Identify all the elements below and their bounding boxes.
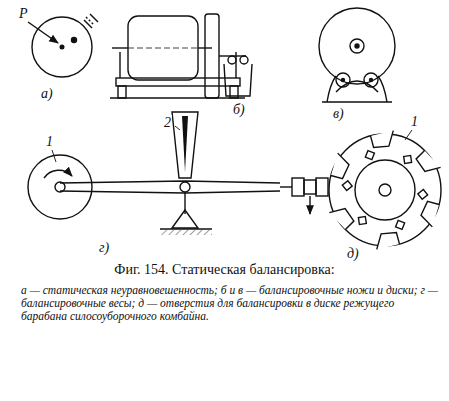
knife-rig: [110, 14, 252, 98]
roller-stand-part: [336, 73, 350, 87]
knife-rig-part: [112, 47, 128, 48]
callout-number: 1: [410, 114, 419, 129]
knife-rig-part: [224, 64, 252, 96]
balancing-scales-part: [280, 186, 292, 187]
knife-rig-part: [119, 52, 120, 78]
cutter-disc-part: [405, 130, 412, 140]
imbalance-disc-part: [60, 45, 64, 49]
balancing-scales-part: [292, 178, 304, 196]
subfigure-label: г): [98, 240, 110, 255]
balancing-scales-part: [182, 116, 188, 172]
subfigure-label: а): [40, 86, 54, 101]
cutter-disc-part: [355, 160, 415, 220]
cutter-disc: [329, 130, 441, 249]
imbalance-disc-part: [32, 17, 92, 77]
balancing-scales-part: [172, 112, 198, 178]
balancing-scales-part: [160, 228, 212, 229]
cutter-disc-part: [377, 233, 400, 250]
cutter-disc-part: [329, 134, 441, 246]
cutter-disc-part: [379, 184, 391, 196]
balancing-scales-part: [60, 181, 280, 183]
balancing-scales-part: [60, 191, 280, 193]
knife-rig-part: [110, 97, 245, 98]
knife-rig-part: [118, 86, 126, 98]
imbalance-disc-part: [86, 17, 94, 25]
knife-rig-part: [116, 78, 240, 86]
callout-number: 1: [45, 134, 54, 149]
figure-caption: Фиг. 154. Статическая балансировка:: [113, 262, 335, 277]
knife-rig-part: [128, 16, 198, 80]
balancing-scales-part: [160, 230, 212, 235]
roller-stand: [319, 8, 395, 102]
balancing-scales-part: [44, 170, 72, 178]
cutter-disc-part: [416, 150, 440, 171]
roller-stand-part: [319, 8, 395, 84]
force-letter: P: [18, 6, 29, 21]
subfigure-label: б): [232, 102, 246, 117]
roller-stand-part: [355, 44, 359, 48]
balancing-scales-part: [304, 180, 316, 194]
subfigure-label: в): [332, 106, 345, 121]
imbalance-disc-part: [84, 20, 92, 28]
balancing-scales-part: [172, 210, 198, 228]
subfigure-label: д): [346, 246, 360, 261]
roller-stand-part: [350, 39, 364, 53]
imbalance-disc-part: [72, 38, 77, 43]
knife-rig-part: [228, 56, 236, 64]
balancing-scales-part: [180, 182, 190, 192]
balancing-scales-part: [309, 196, 310, 214]
balancing-scales-part: [316, 178, 328, 196]
balancing-scales-part: [52, 150, 56, 162]
roller-stand-part: [342, 79, 345, 82]
knife-rig-part: [128, 48, 198, 49]
roller-stand-part: [322, 76, 392, 102]
cutter-disc-part: [371, 131, 394, 148]
knife-rig-part: [240, 56, 248, 64]
cutter-disc-part: [365, 151, 374, 160]
balancing-scales-part: [175, 126, 180, 130]
imbalance-disc: [28, 14, 98, 77]
balancing-scales-part: [28, 155, 92, 219]
cutter-disc-part: [396, 220, 405, 229]
cutter-disc-part: [342, 181, 352, 191]
cutter-disc-part: [329, 209, 353, 230]
balancing-scales: [28, 112, 328, 235]
roller-stand-part: [364, 73, 378, 87]
callout-number: 2: [163, 115, 172, 130]
knife-rig-part: [205, 14, 219, 98]
caption-body: а — статическая неуравновешенность; б и …: [20, 284, 440, 323]
cutter-disc-part: [418, 189, 428, 199]
cutter-disc-part: [358, 217, 366, 225]
cutter-disc-part: [421, 201, 439, 226]
roller-stand-part: [370, 79, 373, 82]
imbalance-disc-part: [90, 14, 98, 22]
imbalance-disc-part: [28, 22, 58, 43]
cutter-disc-part: [331, 153, 349, 178]
cutter-disc-part: [404, 156, 412, 164]
